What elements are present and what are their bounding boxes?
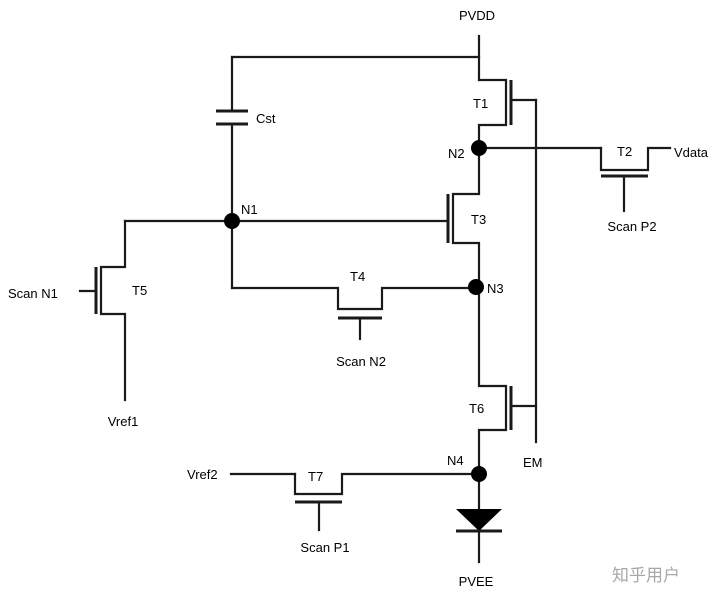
t2-label: T2 bbox=[617, 144, 632, 159]
em-label: EM bbox=[523, 455, 543, 470]
n1-label: N1 bbox=[241, 202, 258, 217]
pvee-label: PVEE bbox=[459, 574, 494, 589]
vdata-label: Vdata bbox=[674, 145, 709, 160]
scan-n2-label: Scan N2 bbox=[336, 354, 386, 369]
t5-label: T5 bbox=[132, 283, 147, 298]
cst-label: Cst bbox=[256, 111, 276, 126]
pvdd-rail bbox=[230, 34, 481, 82]
watermark: 知乎用户 bbox=[612, 566, 680, 586]
scan-p2-label: Scan P2 bbox=[607, 219, 656, 234]
n4-label: N4 bbox=[447, 453, 464, 468]
oled-diode bbox=[456, 472, 502, 564]
t4-label: T4 bbox=[350, 269, 365, 284]
node-n2-dot bbox=[471, 140, 487, 156]
vref2-label: Vref2 bbox=[187, 467, 218, 482]
transistor-t5 bbox=[78, 219, 234, 402]
transistor-t7 bbox=[229, 472, 481, 532]
em-line bbox=[509, 98, 538, 444]
node-n3-dot bbox=[468, 279, 484, 295]
scan-p1-label: Scan P1 bbox=[300, 540, 349, 555]
n2-label: N2 bbox=[448, 146, 465, 161]
transistor-t1 bbox=[477, 78, 538, 150]
transistor-t2 bbox=[477, 146, 672, 213]
node-n4-dot bbox=[471, 466, 487, 482]
t7-label: T7 bbox=[308, 469, 323, 484]
t6-label: T6 bbox=[469, 401, 484, 416]
vref1-label: Vref1 bbox=[108, 414, 139, 429]
transistor-t4 bbox=[230, 219, 481, 341]
scan-n1-label: Scan N1 bbox=[8, 286, 58, 301]
n3-label: N3 bbox=[487, 281, 504, 296]
pvdd-label: PVDD bbox=[459, 8, 495, 23]
transistor-t6 bbox=[477, 284, 513, 476]
storage-capacitor bbox=[216, 55, 248, 223]
node-n1-dot bbox=[224, 213, 240, 229]
t1-label: T1 bbox=[473, 96, 488, 111]
transistor-t3 bbox=[230, 146, 481, 288]
t3-label: T3 bbox=[471, 212, 486, 227]
